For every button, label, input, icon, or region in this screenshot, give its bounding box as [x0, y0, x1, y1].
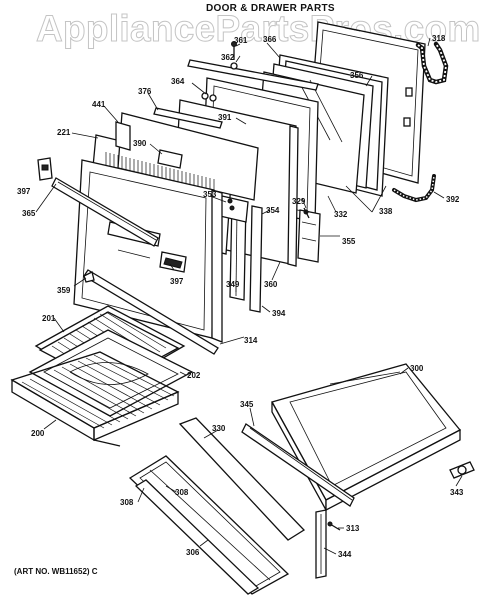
callout-397b: 397	[170, 277, 184, 286]
oven-rack	[10, 351, 180, 447]
callout-391: 391	[218, 113, 232, 122]
callout-355: 355	[342, 237, 356, 246]
drawer-rail	[241, 423, 355, 507]
callout-392: 392	[446, 195, 460, 204]
callout-441: 441	[92, 100, 106, 109]
callout-201: 201	[42, 314, 56, 323]
door-gasket	[392, 174, 436, 203]
callout-308b: 308	[120, 498, 134, 507]
callout-390: 390	[133, 139, 147, 148]
callout-306: 306	[186, 548, 200, 557]
callout-394: 394	[272, 309, 286, 318]
door-channels	[229, 199, 263, 313]
door-handle	[51, 177, 159, 247]
drawer-back-panel	[178, 417, 306, 541]
callout-318: 318	[432, 34, 446, 43]
callout-314: 314	[244, 336, 258, 345]
outer-door-panel	[73, 159, 223, 343]
callout-numbers: 361 362 366 318 364 356 376 441 391 221 …	[17, 34, 464, 559]
hinge-clip	[37, 157, 53, 181]
callout-362: 362	[221, 53, 235, 62]
callout-397a: 397	[17, 187, 31, 196]
callout-332: 332	[334, 210, 348, 219]
callout-353: 353	[203, 190, 217, 199]
drawer-front	[128, 455, 290, 595]
callout-300: 300	[410, 364, 424, 373]
callout-343: 343	[450, 488, 464, 497]
callout-313: 313	[346, 524, 360, 533]
callout-221: 221	[57, 128, 71, 137]
callout-356: 356	[350, 71, 364, 80]
leader-lines	[35, 37, 463, 555]
callout-349: 349	[226, 280, 240, 289]
screws	[227, 41, 310, 219]
callout-308a: 308	[175, 488, 189, 497]
diagram-title: DOOR & DRAWER PARTS	[206, 3, 335, 14]
callout-344: 344	[338, 550, 352, 559]
callout-365: 365	[22, 209, 36, 218]
callout-364: 364	[171, 77, 185, 86]
storage-drawer	[271, 363, 462, 512]
callout-345: 345	[240, 400, 254, 409]
drawer-roller	[449, 461, 475, 479]
callout-376: 376	[138, 87, 152, 96]
door-bottom-trim	[83, 269, 219, 355]
callout-330: 330	[212, 424, 226, 433]
callout-202: 202	[187, 371, 201, 380]
door-hinge	[415, 41, 449, 85]
drawer-side-parts	[315, 509, 341, 579]
callout-354: 354	[266, 206, 280, 215]
callout-361: 361	[234, 36, 248, 45]
callout-360: 360	[264, 280, 278, 289]
door-top-trim	[153, 59, 319, 129]
callout-338: 338	[379, 207, 393, 216]
callout-329: 329	[292, 197, 306, 206]
art-number: (ART NO. WB11652) C	[14, 567, 98, 576]
callout-366: 366	[263, 35, 277, 44]
callout-359: 359	[57, 286, 71, 295]
callout-200: 200	[31, 429, 45, 438]
